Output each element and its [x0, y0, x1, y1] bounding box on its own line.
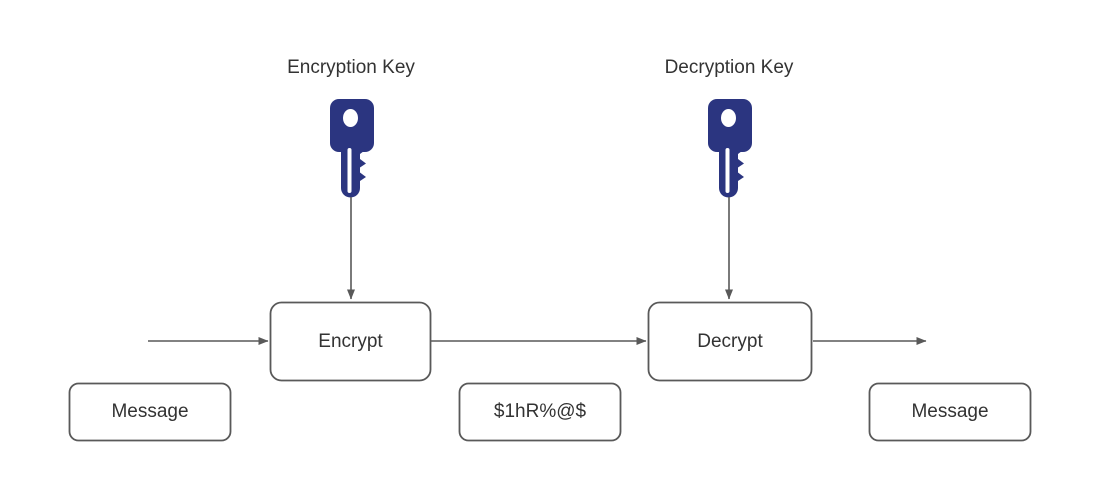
encryption-key-icon[interactable] — [328, 97, 376, 199]
encrypt-box[interactable] — [269, 301, 432, 382]
key-icon-encryption — [330, 99, 374, 198]
decrypt-box[interactable] — [647, 301, 813, 382]
decryption-key-caption: Decryption Key — [664, 57, 794, 78]
decryption-key-icon[interactable] — [706, 97, 754, 199]
plaintext-in-box[interactable] — [68, 382, 232, 442]
ciphertext-box[interactable] — [458, 382, 622, 442]
encryption-key-caption: Encryption Key — [287, 57, 415, 78]
key-icon-decryption — [708, 99, 752, 198]
plaintext-out-box[interactable] — [868, 382, 1032, 442]
